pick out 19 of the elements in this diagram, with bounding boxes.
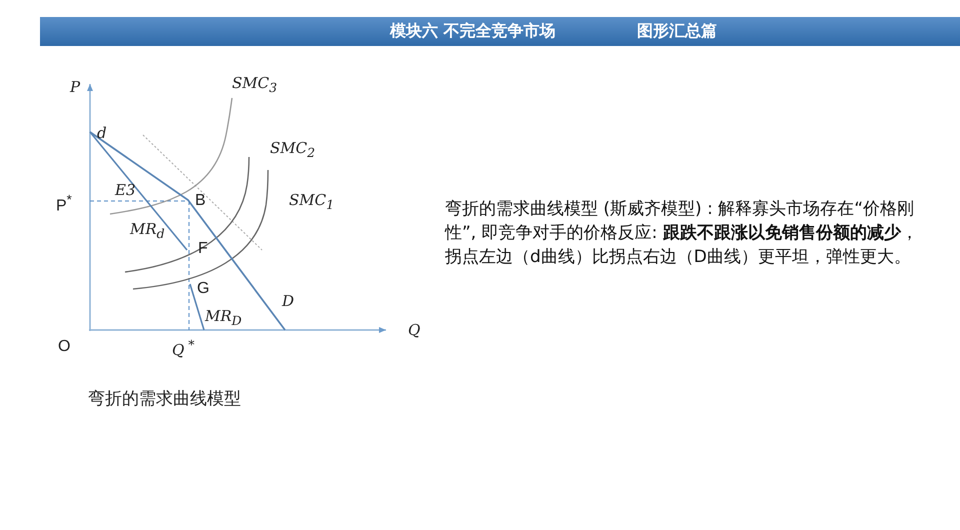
axis-label: Q $^{*}$	[172, 339, 195, 358]
curve-label: d	[97, 126, 107, 141]
curve-label: MR$_{D}$	[205, 309, 242, 328]
curve-label: MR$_{d}$	[130, 222, 165, 240]
description-paragraph: 弯折的需求曲线模型 (斯威齐模型) : 解释寡头市场存在“价格刚性”, 即竞争对手的价格反应: 跟跌不跟涨以免销售份额的减少，拐点左边（d曲线）比拐点右边（D曲线）更平坦，弹性更大。	[445, 198, 919, 269]
curve-label: SMC$_{3}$	[232, 76, 278, 94]
curve-label: SMC$_{2}$	[270, 141, 316, 160]
point-label: B	[195, 193, 206, 209]
origin-label: O	[58, 339, 70, 355]
curve-label: D	[282, 294, 294, 309]
axis-label: P	[70, 80, 80, 95]
figure-caption: 弯折的需求曲线模型	[88, 390, 241, 407]
header-title: 模块六 不完全竞争市场	[390, 23, 556, 39]
point-label: E3	[115, 183, 136, 198]
axis-label: Q	[408, 323, 420, 338]
axis-label: P$^{*}$	[56, 193, 72, 214]
curve-label: SMC$_{1}$	[289, 193, 334, 212]
header-subtitle: 图形汇总篇	[637, 23, 717, 39]
point-label: G	[197, 281, 210, 297]
